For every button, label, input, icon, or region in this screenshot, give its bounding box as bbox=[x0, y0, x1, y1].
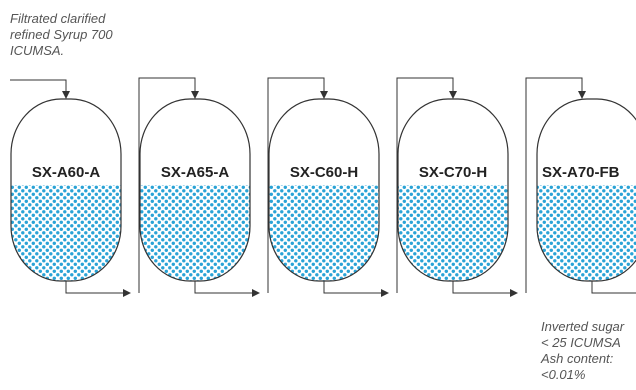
tank-body bbox=[139, 98, 251, 282]
tank-sx-a70-fb: SX-A70-FB bbox=[536, 98, 636, 282]
resin-bed bbox=[398, 185, 508, 281]
transfer-pipe bbox=[525, 77, 586, 293]
output-note-line: Ash content: bbox=[541, 351, 614, 366]
resin-bed bbox=[269, 185, 379, 281]
resin-bed bbox=[537, 185, 636, 281]
transfer-pipe bbox=[138, 77, 199, 293]
tank-label: SX-A70-FB bbox=[542, 164, 620, 181]
input-note-line: ICUMSA. bbox=[10, 43, 65, 58]
tank-sx-a65-a: SX-A65-A bbox=[139, 98, 251, 282]
output-note-line: Inverted sugar bbox=[541, 319, 625, 334]
transfer-pipe bbox=[267, 77, 328, 293]
product-description: Inverted sugar < 25 ICUMSA Ash content: … bbox=[541, 319, 624, 383]
tank-sx-a60-a: SX-A60-A bbox=[10, 98, 122, 282]
input-note-line: refined Syrup 700 bbox=[10, 27, 113, 42]
tank-body bbox=[10, 98, 122, 282]
product-outlet-line bbox=[591, 281, 636, 294]
input-description: Filtrated clarified refined Syrup 700 IC… bbox=[10, 11, 113, 59]
tank-label: SX-A65-A bbox=[161, 164, 230, 181]
tank-sx-c60-h: SX-C60-H bbox=[268, 98, 380, 282]
outlet-arrow bbox=[65, 281, 131, 297]
outlet-arrow bbox=[323, 281, 389, 297]
transfer-pipe bbox=[396, 77, 457, 293]
tank-body bbox=[397, 98, 509, 282]
tank-label: SX-C70-H bbox=[419, 164, 487, 181]
outlet-arrow bbox=[452, 281, 518, 297]
feed-arrow bbox=[10, 79, 70, 99]
output-note-line: < 25 ICUMSA bbox=[541, 335, 621, 350]
input-note-line: Filtrated clarified bbox=[10, 11, 106, 26]
resin-bed bbox=[11, 185, 121, 281]
tank-sx-c70-h: SX-C70-H bbox=[397, 98, 509, 282]
tank-label: SX-C60-H bbox=[290, 164, 358, 181]
tank-body bbox=[268, 98, 380, 282]
tank-label: SX-A60-A bbox=[32, 164, 101, 181]
resin-bed bbox=[140, 185, 250, 281]
outlet-arrow bbox=[194, 281, 260, 297]
tank-body bbox=[536, 98, 636, 282]
output-note-line: <0.01% bbox=[541, 367, 586, 382]
